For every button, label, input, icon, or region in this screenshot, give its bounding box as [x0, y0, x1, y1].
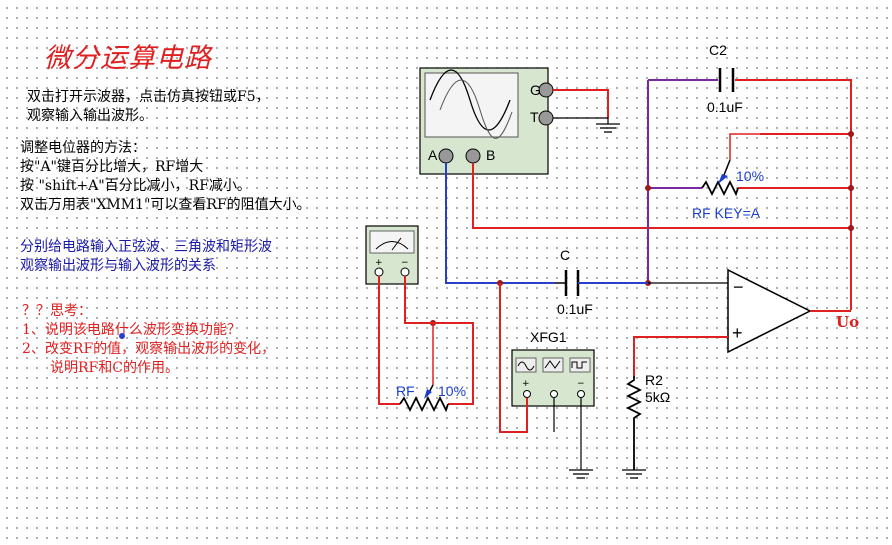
- function-generator[interactable]: + −: [511, 349, 595, 407]
- task-line: 分别给电路输入正弦波、三角波和矩形波: [20, 239, 272, 255]
- r2-value: 5kΩ: [645, 389, 670, 405]
- instruction-line: 双击万用表"XMM1"可以查看RF的阻值大小。: [20, 197, 311, 213]
- op-amp[interactable]: [727, 268, 812, 354]
- c-name: C: [560, 247, 570, 263]
- potentiometer-rf-bottom[interactable]: [399, 384, 449, 413]
- c2-name: C2: [709, 42, 727, 58]
- question-2-cont: 说明RF和C的作用。: [50, 360, 179, 376]
- marker-dot: [119, 333, 125, 339]
- xfg-name: XFG1: [530, 329, 567, 345]
- task-description: 分别给电路输入正弦波、三角波和矩形波 观察输出波形与输入波形的关系: [20, 238, 272, 276]
- rf-top-label: RF KEY=A: [692, 205, 761, 221]
- wire: [378, 276, 400, 405]
- think-questions: ？？思考： 1、说明该电路什么波形变换功能？ 2、改变RF的值，观察输出波形的变…: [22, 302, 275, 378]
- simulation-instructions: 双击打开示波器，点击仿真按钮或F5， 观察输入输出波形。: [27, 88, 270, 126]
- output-label: Uo: [836, 313, 859, 331]
- wire: [499, 283, 528, 433]
- think-heading: ？？思考：: [22, 303, 92, 319]
- svg-text:−: −: [401, 258, 409, 268]
- wire: [729, 133, 760, 160]
- instruction-line: 双击打开示波器，点击仿真按钮或F5，: [27, 89, 270, 105]
- question-2: 2、改变RF的值，观察输出波形的变化，: [22, 341, 276, 357]
- r2-name: R2: [645, 372, 663, 388]
- wire: [472, 163, 851, 229]
- resistor-r2[interactable]: [625, 376, 643, 470]
- capacitor-c[interactable]: [564, 270, 580, 296]
- ground-icon: [569, 469, 593, 479]
- scope-terminal-g: G: [530, 82, 541, 98]
- wire: [553, 117, 609, 124]
- c-value: 0.1uF: [557, 301, 593, 317]
- instruction-line: 调整电位器的方法：: [20, 140, 146, 156]
- c2-value: 0.1uF: [707, 99, 743, 115]
- wire: [445, 163, 555, 284]
- page-title: 微分运算电路: [44, 43, 212, 74]
- svg-text:+: +: [375, 258, 383, 268]
- opamp-plus: +: [732, 323, 743, 343]
- capacitor-c2[interactable]: [718, 68, 735, 92]
- rf-top-percent: 10%: [736, 168, 764, 184]
- svg-text:−: −: [577, 379, 585, 389]
- multimeter[interactable]: + −: [365, 225, 419, 285]
- instruction-line: 按 "shift+A"百分比减小，RF减小。: [20, 178, 251, 194]
- scope-terminal-b: B: [486, 147, 495, 163]
- wire: [553, 89, 609, 118]
- potentiometer-instructions: 调整电位器的方法： 按"A"键百分比增大，RF增大 按 "shift+A"百分比…: [20, 139, 311, 215]
- svg-text:+: +: [522, 379, 530, 389]
- rf-bottom-name: RF: [396, 383, 415, 399]
- wire: [404, 276, 474, 405]
- question-1: 1、说明该电路什么波形变换功能？: [22, 322, 241, 338]
- ground-icon: [596, 123, 620, 133]
- instruction-line: 按"A"键百分比增大，RF增大: [20, 159, 204, 175]
- scope-terminal-t: T: [530, 109, 539, 125]
- ground-icon: [622, 469, 646, 479]
- instruction-line: 观察输入输出波形。: [27, 108, 153, 124]
- oscilloscope[interactable]: G T A B: [419, 67, 554, 175]
- opamp-minus: −: [733, 277, 744, 297]
- task-line: 观察输出波形与输入波形的关系: [20, 258, 216, 274]
- scope-terminal-a: A: [428, 147, 438, 163]
- potentiometer-rf-top[interactable]: [701, 159, 739, 197]
- rf-bottom-percent: 10%: [438, 383, 466, 399]
- wire: [735, 79, 852, 310]
- wire: [633, 336, 728, 376]
